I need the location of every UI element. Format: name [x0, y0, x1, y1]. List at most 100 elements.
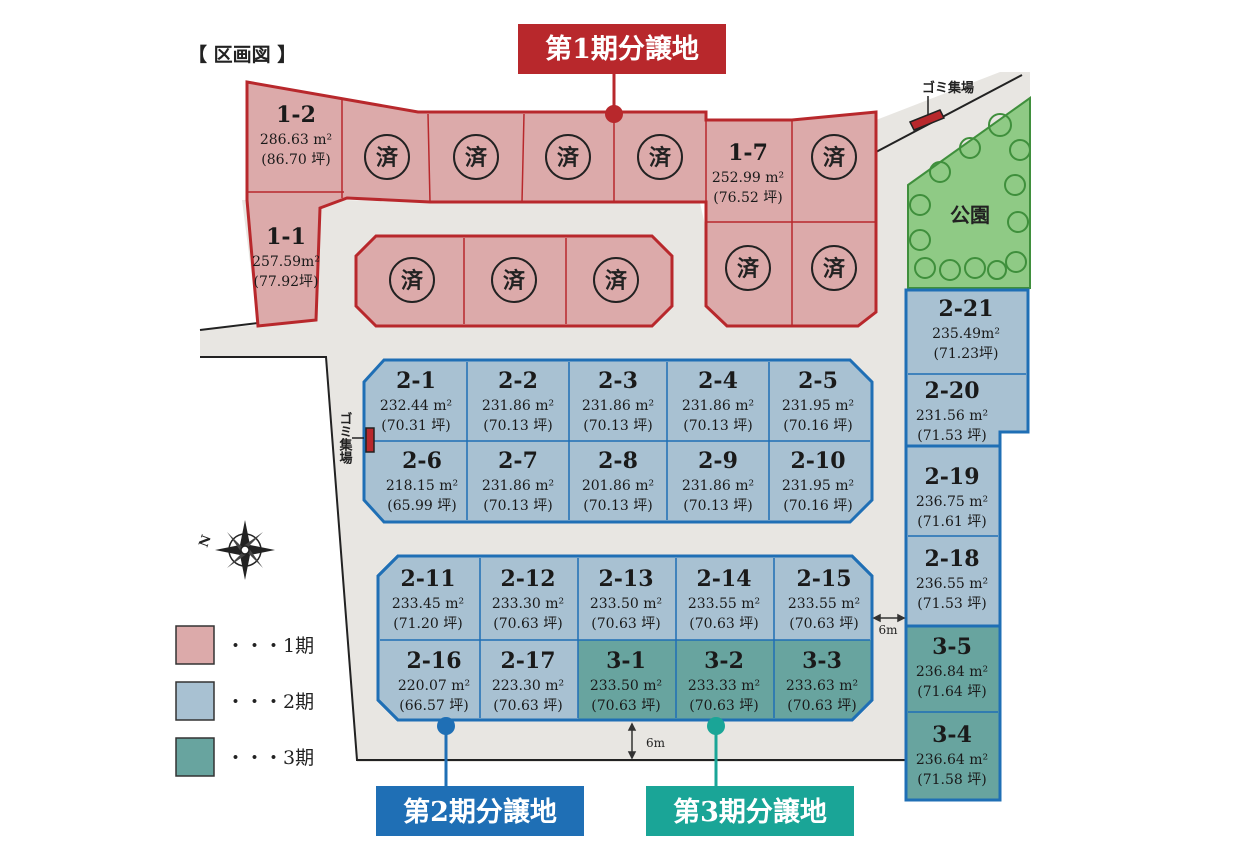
lot-area: 236.55 m² — [916, 576, 988, 592]
lot-number: 1-1 — [266, 224, 306, 250]
lot-area: 231.95 m² — [782, 398, 854, 414]
phase2-south-boundary-outline — [376, 554, 874, 722]
legend: ・・・1期 ・・・2期 ・・・3期 — [175, 625, 314, 777]
lot-number: 3-2 — [704, 648, 744, 674]
road-north-access — [876, 72, 1030, 156]
lot-area: 233.45 m² — [392, 596, 464, 612]
tree — [964, 257, 986, 279]
svg-text:済: 済 — [823, 145, 846, 171]
road-width-south: 6m — [646, 736, 666, 750]
lot-area: 233.55 m² — [788, 596, 860, 612]
tree — [1009, 139, 1031, 161]
lot-area: 257.59m² — [252, 254, 320, 270]
lot-number: 2-11 — [400, 566, 455, 592]
lot-number: 3-3 — [802, 648, 842, 674]
lot-number: 3-4 — [932, 722, 972, 748]
lot-number: 2-7 — [498, 448, 538, 474]
legend-label: ・・・1期 — [226, 635, 314, 657]
legend-item-phase1: ・・・1期 — [175, 625, 314, 665]
lot-tsubo: (65.99 坪) — [387, 498, 456, 514]
svg-text:済: 済 — [605, 268, 628, 294]
lot-number: 3-1 — [606, 648, 646, 674]
lot-1-1: 1-1 257.59m² (77.92坪) — [252, 224, 320, 290]
legend-swatch — [175, 737, 215, 777]
lot-number: 2-17 — [500, 648, 555, 674]
lot-area: 236.64 m² — [916, 752, 988, 768]
sold-marks: 済 済 済 済 済 済 済 済 済 済 — [364, 134, 857, 303]
arrow-head — [627, 751, 637, 760]
svg-text:済: 済 — [376, 145, 399, 171]
lot-area: 201.86 m² — [582, 478, 654, 494]
road-edge-west-lower — [200, 356, 905, 761]
road-edge-north — [875, 74, 1023, 153]
phase23-south-block — [376, 554, 874, 722]
road-edges — [199, 74, 1023, 761]
tree — [929, 161, 951, 183]
road-width-east: 6m — [878, 623, 898, 637]
sold-mark: 済 — [453, 134, 499, 180]
phase3-badge: 第3期分譲地 — [646, 717, 854, 836]
lot-number: 2-18 — [924, 546, 979, 572]
lot-number: 2-12 — [500, 566, 555, 592]
phase3-badge-label: 第3期分譲地 — [673, 796, 827, 828]
road-edge-west-upper — [199, 322, 259, 331]
legend-swatch — [175, 625, 215, 665]
phase3-badge-box — [646, 786, 854, 836]
page-title: 【 区画図 】 — [188, 43, 296, 66]
sold-mark: 済 — [545, 134, 591, 180]
lot-tsubo: (70.63 坪) — [689, 698, 758, 714]
lot-number: 2-21 — [938, 296, 993, 322]
legend-item-phase3: ・・・3期 — [175, 737, 314, 777]
lot-tsubo: (70.63 坪) — [591, 616, 660, 632]
compass-north-label: N — [197, 533, 215, 549]
svg-text:済: 済 — [465, 145, 488, 171]
lot-tsubo: (86.70 坪) — [261, 152, 330, 168]
sold-mark: 済 — [725, 245, 771, 291]
lot-number: 3-5 — [932, 634, 972, 660]
lot-area: 252.99 m² — [712, 170, 784, 186]
lot-tsubo: (77.92坪) — [253, 274, 318, 290]
lot-area: 233.50 m² — [590, 678, 662, 694]
lot-area: 223.30 m² — [492, 678, 564, 694]
lot-tsubo: (70.16 坪) — [783, 498, 852, 514]
lot-tsubo: (71.23坪) — [933, 346, 998, 362]
lot-area: 231.86 m² — [682, 478, 754, 494]
lot-divider — [427, 113, 431, 203]
tree — [1004, 174, 1026, 196]
lot-tsubo: (66.57 坪) — [399, 698, 468, 714]
svg-text:済: 済 — [557, 145, 580, 171]
sold-mark: 済 — [593, 257, 639, 303]
lot-tsubo: (70.13 坪) — [683, 498, 752, 514]
svg-text:済: 済 — [649, 145, 672, 171]
lot-area: 233.33 m² — [688, 678, 760, 694]
tree — [988, 113, 1012, 137]
lot-area: 231.86 m² — [682, 398, 754, 414]
tree — [909, 194, 931, 216]
arrow-head — [897, 613, 906, 623]
tree — [909, 229, 931, 251]
lot-tsubo: (76.52 坪) — [713, 190, 782, 206]
lot-tsubo: (71.64 坪) — [917, 684, 986, 700]
phase2-north-block — [362, 358, 874, 524]
garbage-label-north: ゴミ集場 — [922, 80, 974, 96]
lot-3-2: 3-2 233.33 m² (70.63 坪) — [688, 648, 760, 714]
lot-number: 2-16 — [406, 648, 461, 674]
tree — [959, 137, 981, 159]
lot-tsubo: (70.63 坪) — [787, 698, 856, 714]
east-column-block — [904, 288, 1030, 802]
lot-number: 2-20 — [924, 378, 979, 404]
lot-number: 2-5 — [798, 368, 838, 394]
